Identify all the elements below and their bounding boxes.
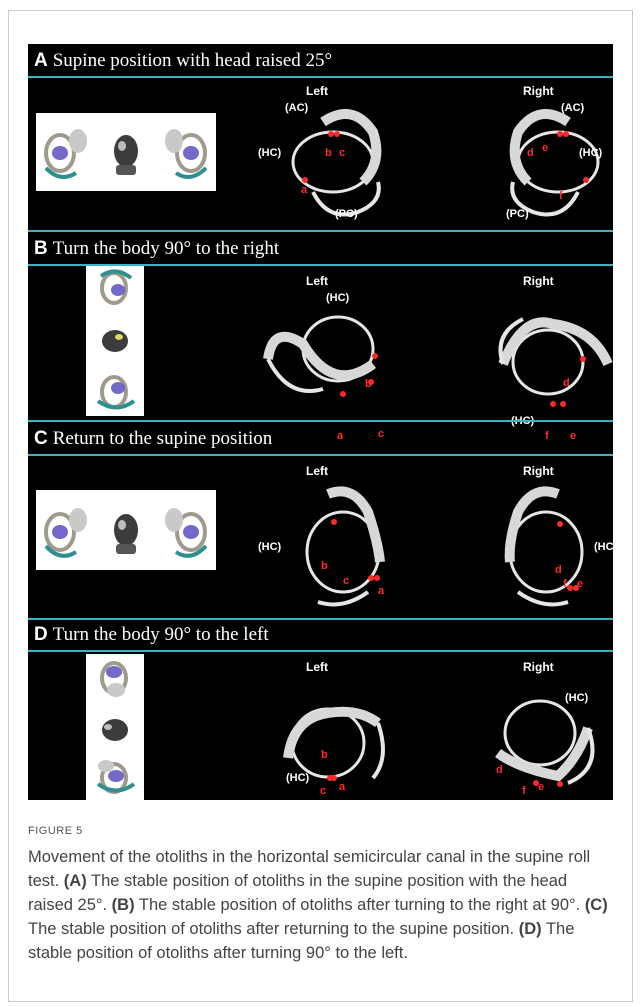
marker-d: d: [563, 377, 570, 389]
marker-f: f: [559, 190, 563, 202]
marker-e: e: [542, 142, 548, 154]
panel-b-right-label: Right: [523, 274, 554, 288]
ear-model-left: [46, 508, 87, 556]
panel-c-left-canal: [298, 482, 388, 612]
ear-model-top: [101, 271, 131, 303]
canal-label-hc: (HC): [258, 541, 281, 553]
ear-model-top: [102, 663, 126, 697]
canal-label-hc: (HC): [579, 147, 602, 159]
head-and-ears-illustration: [36, 490, 216, 570]
figure-5-image: ASupine position with head raised 25°: [28, 44, 613, 800]
caption-tag-b: (B): [112, 896, 135, 914]
caption-part-b: The stable position of otoliths after tu…: [139, 896, 580, 914]
canal-label-ac: (AC): [561, 102, 584, 114]
panel-b-left-label: Left: [306, 274, 328, 288]
left-canal-drawing: [298, 482, 388, 612]
head-model: [102, 330, 128, 352]
panel-d-title-text: Turn the body 90° to the left: [53, 624, 269, 645]
panel-c-letter: C: [34, 428, 48, 449]
panel-c-right-label: Right: [523, 464, 554, 478]
panel-d-head-thumbnail: [86, 654, 144, 800]
ear-model-bottom: [98, 760, 134, 792]
head-model: [102, 719, 128, 741]
panel-d-header: DTurn the body 90° to the left: [28, 618, 613, 652]
marker-d: d: [527, 147, 534, 159]
head-and-ears-illustration: [86, 654, 144, 800]
canal-label-hc: (HC): [594, 541, 617, 553]
marker-c: c: [320, 785, 326, 797]
right-canal-drawing: [498, 482, 588, 612]
panel-d: DTurn the body 90° to the left: [28, 618, 613, 800]
panel-b-title: BTurn the body 90° to the right: [34, 238, 279, 260]
figure-label: FIGURE 5: [28, 825, 83, 837]
marker-b: b: [325, 147, 332, 159]
ear-model-bottom: [98, 377, 134, 408]
panel-d-right-label: Right: [523, 660, 554, 674]
canal-label-hc: (HC): [286, 772, 309, 784]
caption-tag-d: (D): [519, 920, 542, 938]
panel-c-header: CReturn to the supine position: [28, 422, 613, 456]
caption-tag-c: (C): [585, 896, 608, 914]
panel-b-title-text: Turn the body 90° to the right: [53, 238, 279, 259]
panel-c-right-canal: [498, 482, 588, 612]
panel-a-head-thumbnail: [36, 113, 216, 191]
panel-c-title-text: Return to the supine position: [53, 428, 273, 449]
marker-b: b: [321, 560, 328, 572]
marker-a: a: [301, 184, 307, 196]
panel-a: ASupine position with head raised 25°: [28, 44, 613, 230]
marker-c: c: [343, 575, 349, 587]
panel-a-left-label: Left: [306, 84, 328, 98]
caption-part-c: The stable position of otoliths after re…: [28, 920, 514, 938]
ear-model-right: [165, 508, 206, 556]
panel-a-header: ASupine position with head raised 25°: [28, 44, 613, 78]
panel-b-head-thumbnail: [86, 266, 144, 416]
head-and-ears-illustration: [36, 113, 216, 191]
ear-model-left: [46, 129, 87, 177]
left-canal-drawing: [263, 304, 393, 414]
marker-d: d: [496, 764, 503, 776]
marker-e: e: [538, 781, 544, 793]
canal-label-pc: (PC): [506, 208, 529, 220]
marker-b: b: [321, 749, 328, 761]
canal-label-ac: (AC): [285, 102, 308, 114]
panel-b-left-canal: [263, 304, 393, 414]
caption-text: Movement of the otoliths in the horizont…: [28, 845, 613, 965]
panel-c-head-thumbnail: [36, 490, 216, 570]
marker-b: b: [365, 378, 372, 390]
caption-tag-a: (A): [64, 872, 87, 890]
panel-a-right-label: Right: [523, 84, 554, 98]
marker-a: a: [378, 585, 384, 597]
marker-f: f: [522, 785, 526, 797]
marker-f: f: [563, 578, 567, 590]
panel-c-title: CReturn to the supine position: [34, 428, 272, 450]
head-model: [114, 135, 138, 175]
panel-d-title: DTurn the body 90° to the left: [34, 624, 269, 646]
panel-a-letter: A: [34, 50, 48, 71]
panel-b: BTurn the body 90° to the right: [28, 232, 613, 422]
panel-a-title: ASupine position with head raised 25°: [34, 50, 332, 72]
canal-label-pc: (PC): [335, 208, 358, 220]
panel-c-left-label: Left: [306, 464, 328, 478]
panel-d-letter: D: [34, 624, 48, 645]
panel-b-header: BTurn the body 90° to the right: [28, 232, 613, 266]
head-and-ears-illustration: [86, 266, 144, 416]
panel-b-right-canal: [493, 304, 613, 414]
panel-a-title-text: Supine position with head raised 25°: [53, 50, 332, 71]
marker-e: e: [577, 578, 583, 590]
canal-label-hc: (HC): [258, 147, 281, 159]
marker-a: a: [339, 781, 345, 793]
canal-label-hc: (HC): [565, 692, 588, 704]
right-canal-drawing: [493, 304, 613, 414]
ear-model-right: [165, 129, 206, 177]
panel-b-letter: B: [34, 238, 48, 259]
marker-c: c: [339, 147, 345, 159]
marker-d: d: [555, 564, 562, 576]
canal-label-hc: (HC): [326, 292, 349, 304]
head-model: [114, 514, 138, 554]
panel-c: CReturn to the supine position: [28, 422, 613, 618]
panel-d-left-label: Left: [306, 660, 328, 674]
